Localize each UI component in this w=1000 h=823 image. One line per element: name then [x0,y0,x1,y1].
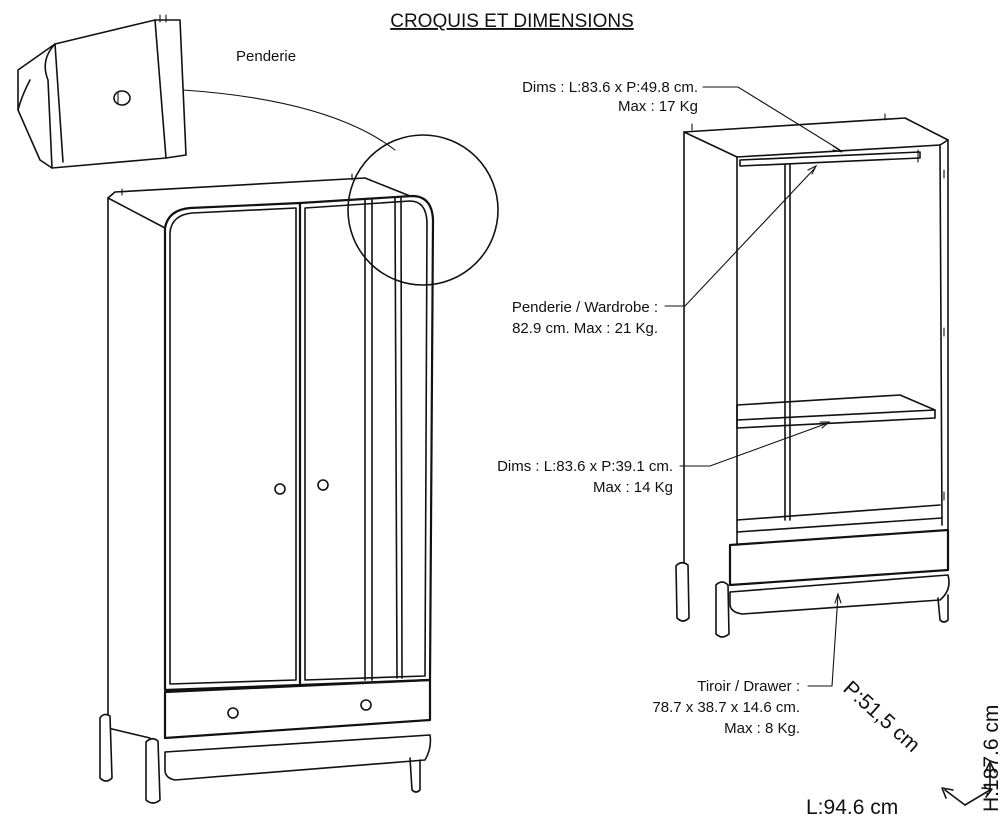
dimension-depth: P:51,5 cm [839,677,925,757]
leader-drawer [807,594,839,687]
callout-mid-shelf-line2: Max : 14 Kg [593,479,673,496]
leader-mid-shelf [679,422,829,467]
wardrobe-closed [99,173,435,804]
leader-top-shelf [702,86,841,151]
callout-drawer-line2: 78.7 x 38.7 x 14.6 cm. [652,699,800,716]
dimension-width: L:94.6 cm [806,796,898,819]
callout-wardrobe-line1: Penderie / Wardrobe : [512,299,658,316]
dimension-height: H:187.6 cm [980,705,1000,812]
detail-connector [182,89,396,151]
detail-label: Penderie [236,48,296,65]
callout-mid-shelf-line1: Dims : L:83.6 x P:39.1 cm. [497,458,673,475]
dimension-axes [941,761,996,806]
detail-magnifier-circle [347,134,499,286]
callout-drawer-line1: Tiroir / Drawer : [697,678,800,695]
callout-drawer-line3: Max : 8 Kg. [724,720,800,737]
callout-top-shelf-line1: Dims : L:83.6 x P:49.8 cm. [522,79,698,96]
callout-top-shelf-line2: Max : 17 Kg [618,98,698,115]
leader-wardrobe-rail [664,167,816,307]
wardrobe-open [675,113,950,638]
hinge-detail-inset [17,14,187,169]
page-title: CROQUIS ET DIMENSIONS [390,11,634,32]
callout-wardrobe-line2: 82.9 cm. Max : 21 Kg. [512,320,658,337]
